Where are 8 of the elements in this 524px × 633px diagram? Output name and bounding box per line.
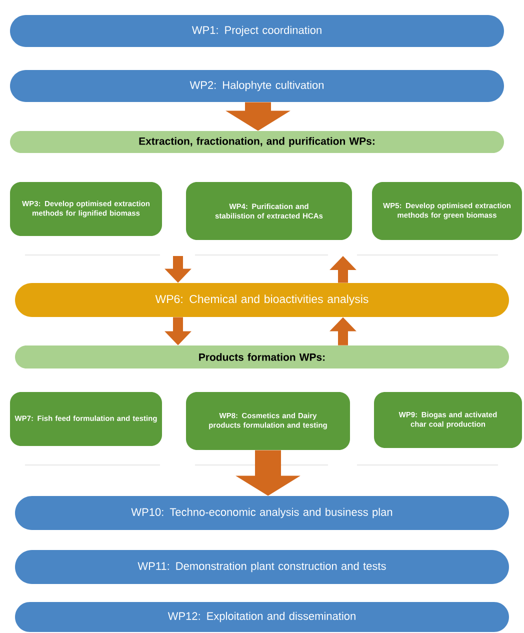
bar-box: WP1: Project coordination bbox=[10, 15, 504, 47]
bar-box: WP10: Techno-economic analysis and business plan bbox=[15, 496, 509, 530]
bar-box: WP12: Exploitation and dissemination bbox=[15, 602, 509, 632]
heading-band: Extraction, fractionation, and purification WPs: bbox=[10, 131, 504, 153]
bar-box: WP6: Chemical and bioactivities analysis bbox=[15, 283, 509, 317]
bar-box: WP2: Halophyte cultivation bbox=[10, 70, 504, 102]
bar-box: WP11: Demonstration plant construction and tests bbox=[15, 550, 509, 584]
heading-band: Products formation WPs: bbox=[15, 346, 509, 368]
